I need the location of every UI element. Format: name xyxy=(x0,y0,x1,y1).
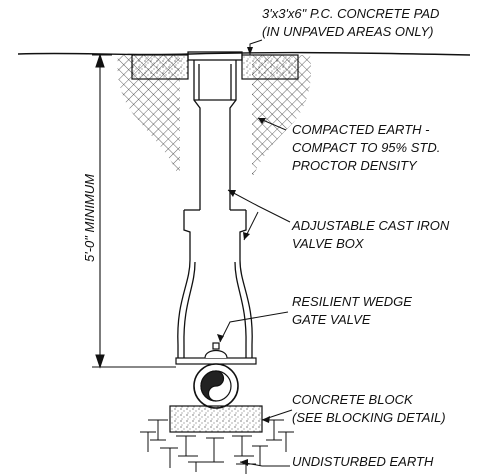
depth-dimension xyxy=(92,53,176,369)
gate-valve xyxy=(175,342,257,409)
concrete-block-label-line-2: (SEE BLOCKING DETAIL) xyxy=(292,410,446,425)
ground-surface xyxy=(17,51,471,56)
compacted-earth-backfill xyxy=(117,55,312,175)
pad-label-line-2: (IN UNPAVED AREAS ONLY) xyxy=(262,24,433,39)
leader-arrows xyxy=(217,47,270,466)
valve-box-label-line-2: VALVE BOX xyxy=(292,236,365,251)
concrete-pad xyxy=(131,54,299,80)
earth-label-line-3: PROCTOR DENSITY xyxy=(292,158,418,173)
concrete-block xyxy=(169,405,263,433)
depth-dimension-label: 5'-0" MINIMUM xyxy=(82,174,97,262)
undisturbed-earth xyxy=(140,419,294,474)
concrete-block-label-line-1: CONCRETE BLOCK xyxy=(292,392,414,407)
gate-valve-label-line-1: RESILIENT WEDGE xyxy=(292,294,412,309)
pad-label-line-1: 3'x3'x6" P.C. CONCRETE PAD xyxy=(262,6,439,21)
valve-box xyxy=(177,51,253,362)
valve-box-label-line-1: ADJUSTABLE CAST IRON xyxy=(291,218,450,233)
earth-label-line-1: COMPACTED EARTH - xyxy=(292,122,430,137)
earth-label-line-2: COMPACT TO 95% STD. xyxy=(292,140,440,155)
undisturbed-earth-label: UNDISTURBED EARTH xyxy=(292,454,434,469)
gate-valve-label-line-2: GATE VALVE xyxy=(292,312,371,327)
